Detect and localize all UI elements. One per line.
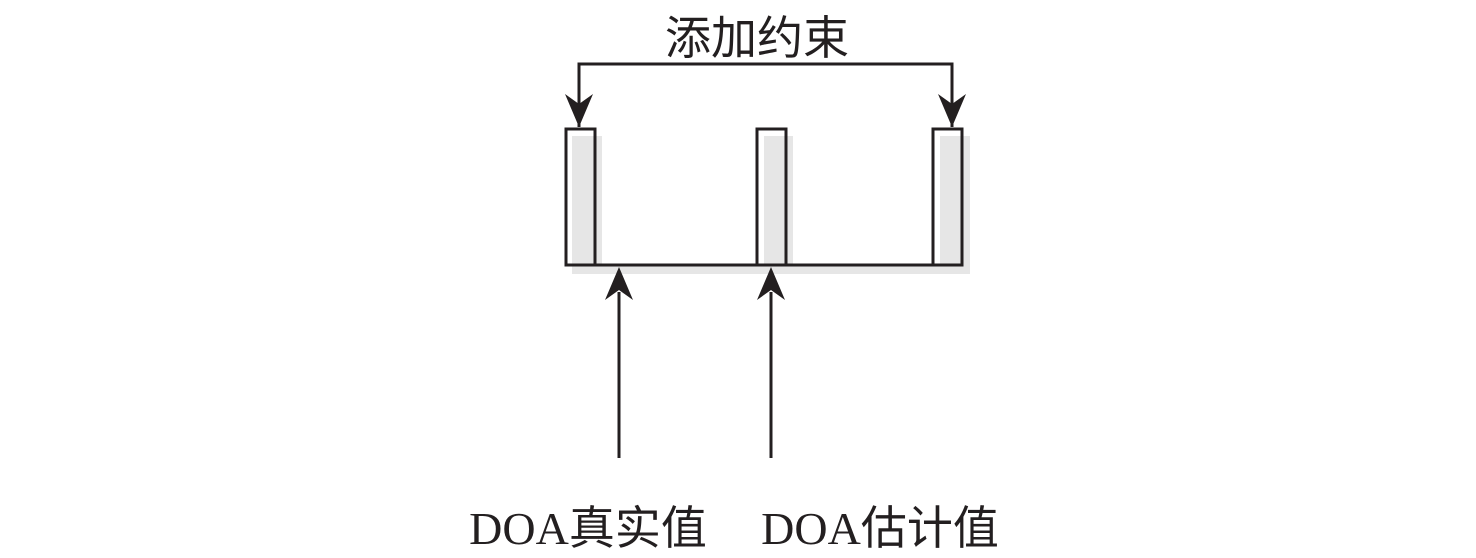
bar-shadow-middle	[764, 136, 793, 274]
estimated-doa-label: DOA估计值	[761, 503, 999, 554]
arrow-down-left-icon	[565, 94, 593, 127]
bar-shadow-right	[940, 136, 970, 274]
constraint-bracket	[577, 62, 954, 127]
arrow-up-true-icon	[605, 267, 633, 300]
arrow-up-estimate-icon	[757, 267, 785, 300]
arrow-down-right-icon	[938, 94, 966, 127]
true-doa-label: DOA真实值	[469, 503, 707, 554]
shadows	[572, 136, 970, 274]
arrowheads	[565, 94, 966, 300]
constraint-title: 添加约束	[665, 13, 849, 64]
bar-left	[564, 127, 597, 267]
bar-middle	[755, 127, 788, 267]
bar-right	[931, 127, 964, 267]
bar-shadow-left	[572, 136, 602, 274]
